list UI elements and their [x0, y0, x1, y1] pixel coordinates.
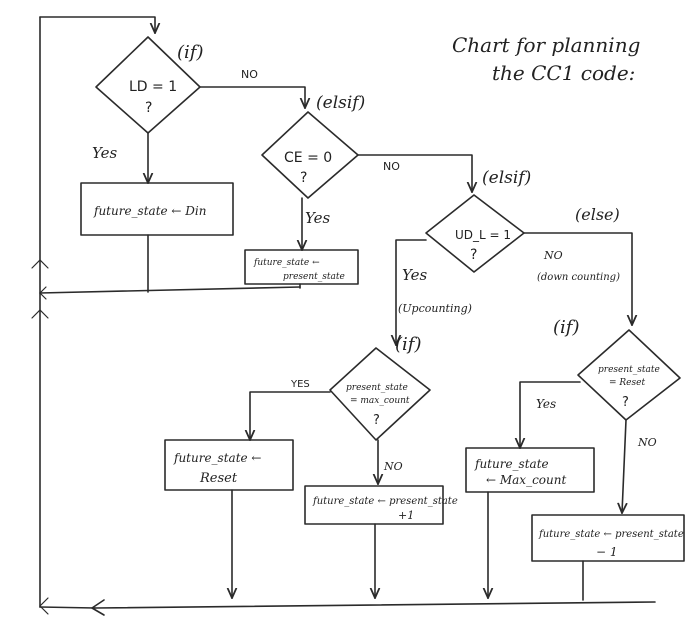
bottom-to-loop [39, 606, 96, 609]
action-reset-box [164, 439, 294, 491]
loop-arrowhead-2 [31, 309, 49, 319]
decision-max-condition-2: = max_count [350, 396, 410, 406]
loop-top-entry [39, 16, 155, 33]
decision-max-question: ? [373, 413, 380, 428]
ld-no-label: NO [241, 68, 258, 81]
action-inc-text-1: future_state ← present_state [312, 496, 458, 507]
action-inc-box [304, 485, 444, 525]
decision-max [329, 347, 431, 441]
action-hold-box [244, 249, 359, 285]
action-din-text: future_state ← Din [93, 204, 207, 218]
decision-ld-condition: LD = 1 [129, 79, 177, 95]
reset-yes-arrow [520, 381, 581, 448]
decision-max-keyword: (if) [395, 334, 421, 355]
ce-no-arrow [357, 154, 472, 192]
action-reset-text-1: future_state ← [173, 451, 262, 465]
decision-reset-question: ? [622, 395, 629, 410]
else-label: (else) [575, 205, 620, 224]
decision-reset-condition-2: = Reset [609, 378, 645, 388]
ld-yes-label: Yes [92, 144, 117, 162]
ce-yes-label: Yes [305, 209, 330, 227]
reset-yes-label: Yes [536, 397, 556, 411]
decision-ce-question: ? [300, 170, 307, 186]
decision-ld-keyword: (if) [177, 42, 203, 63]
action-max-box [465, 447, 595, 493]
decision-udl-condition: UD_L = 1 [455, 228, 511, 242]
decision-ce-condition: CE = 0 [284, 150, 332, 166]
udl-no-arrow [523, 232, 632, 325]
max-yes-label: YES [290, 379, 310, 390]
udl-down-label: (down counting) [537, 272, 620, 283]
ld-no-arrow [199, 86, 305, 108]
action-max-text-2: ← Max_count [486, 473, 566, 487]
reset-no-label: NO [637, 436, 657, 449]
action-hold-text-2: present_state [283, 272, 345, 282]
action-inc-text-2: +1 [398, 509, 414, 522]
decision-udl-question: ? [470, 247, 477, 263]
action-dec-box [531, 514, 685, 562]
loop-arrowhead-1 [31, 259, 49, 269]
max-no-label: NO [383, 460, 403, 473]
decision-reset-keyword: (if) [553, 317, 579, 338]
udl-yes-arrow [396, 239, 427, 345]
action-hold-text-1: future_state ← [253, 258, 320, 268]
udl-yes-label: Yes [402, 266, 427, 284]
udl-up-label: (Upcounting) [398, 302, 472, 315]
decision-ce [261, 111, 359, 199]
merge-line-top [39, 286, 301, 294]
udl-no-label: NO [543, 249, 563, 262]
merge-line-bottom [94, 601, 656, 609]
reset-no-arrow [622, 419, 626, 513]
decision-udl-keyword: (elsif) [482, 168, 531, 188]
chart-title-line2: the CC1 code: [492, 61, 635, 85]
bottom-loop-arrowhead [39, 597, 49, 615]
decision-reset [577, 329, 681, 421]
chart-title-line1: Chart for planning [452, 33, 640, 57]
action-dec-text-2: − 1 [596, 545, 618, 559]
decision-udl [425, 194, 525, 273]
decision-ce-keyword: (elsif) [316, 93, 365, 113]
action-dec-text-1: future_state ← present_state [538, 529, 684, 540]
ce-no-label: NO [383, 160, 400, 173]
action-din-box [80, 182, 234, 236]
decision-ld-question: ? [145, 100, 152, 116]
decision-reset-condition-1: present_state [598, 365, 660, 375]
decision-max-condition-1: present_state [346, 383, 408, 393]
action-reset-text-2: Reset [199, 471, 238, 486]
max-yes-arrow [250, 391, 331, 440]
action-max-text-1: future_state [474, 457, 549, 471]
